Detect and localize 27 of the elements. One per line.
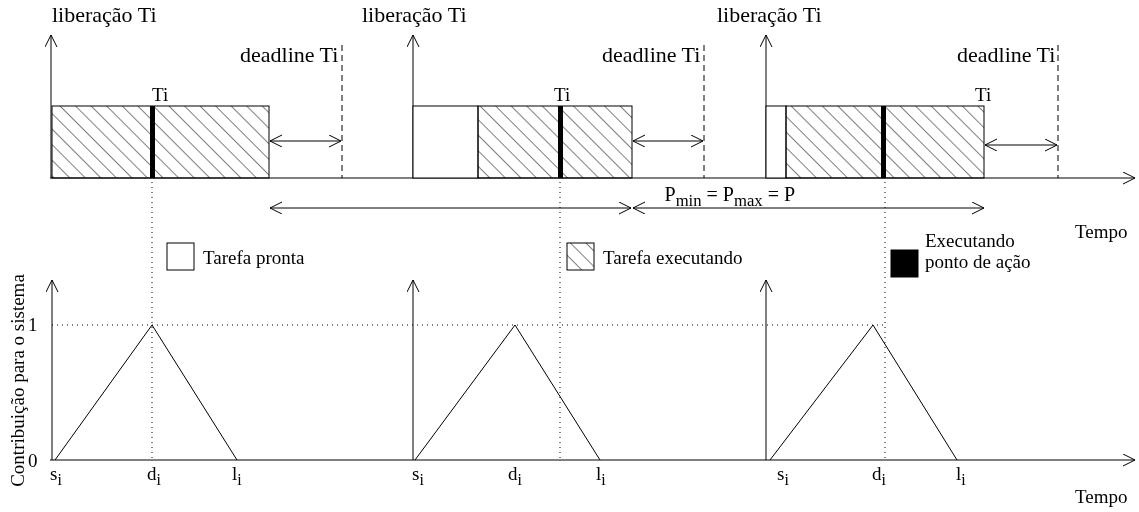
- legend-label: Tarefa executando: [603, 248, 743, 267]
- time-point-label: d$_{i}$: [508, 464, 522, 488]
- time-point-label: d$_{i}$: [147, 464, 161, 488]
- axis-label: Contribuição para o sistema: [7, 273, 27, 487]
- time-point-label: s$_{i}$: [777, 464, 789, 488]
- task-label: Ti: [554, 85, 571, 104]
- time-point-label: s$_{i}$: [412, 464, 424, 488]
- time-point-label: d$_{i}$: [872, 464, 886, 488]
- legend-label: Tarefa pronta: [203, 248, 305, 267]
- time-point-label: s$_{i}$: [50, 464, 62, 488]
- task-label: Ti: [152, 85, 169, 104]
- deadline-label: deadline Ti: [957, 44, 1056, 66]
- deadline-label: deadline Ti: [602, 44, 701, 66]
- axis-label: Tempo: [1075, 487, 1128, 506]
- release-label: liberação Ti: [717, 4, 822, 26]
- tick-label: 1: [28, 315, 38, 334]
- deadline-label: deadline Ti: [240, 44, 339, 66]
- task-label: Ti: [975, 85, 992, 104]
- time-point-label: l$_{i}$: [232, 464, 242, 488]
- axis-label: Tempo: [1075, 222, 1128, 241]
- period-label: P$_{min}$ = P$_{max}$ = P: [664, 184, 796, 210]
- release-label: liberação Ti: [362, 4, 467, 26]
- tick-label: 0: [28, 451, 38, 470]
- time-point-label: l$_{i}$: [596, 464, 606, 488]
- legend-label: Executando ponto de ação: [925, 230, 1032, 272]
- time-point-label: l$_{i}$: [956, 464, 966, 488]
- release-label: liberação Ti: [52, 4, 157, 26]
